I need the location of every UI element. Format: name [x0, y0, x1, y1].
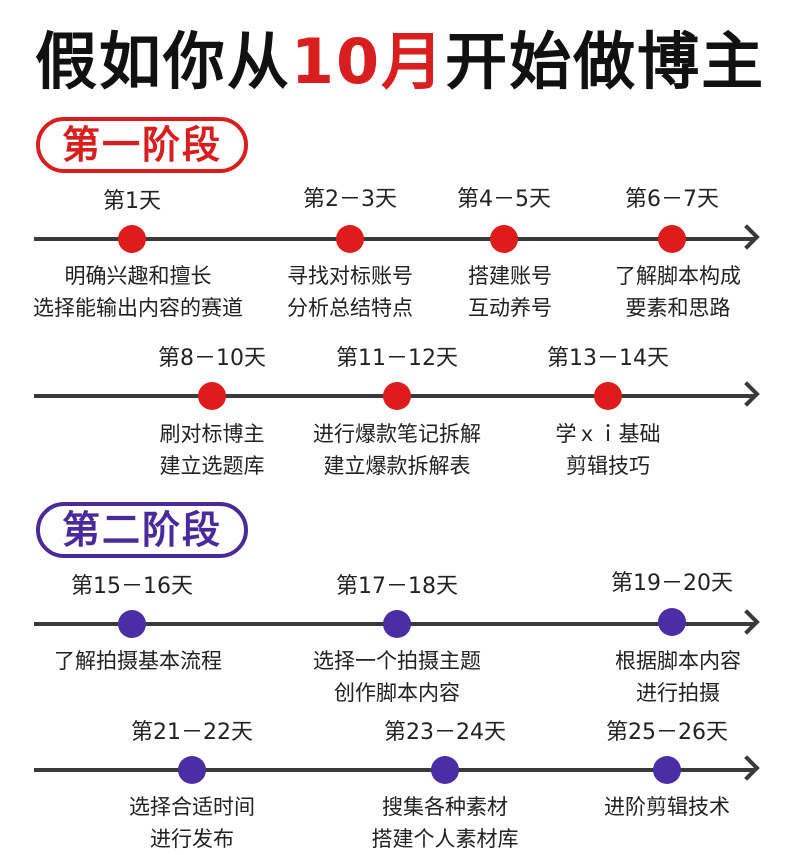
- milestone-day: 第2－3天: [303, 187, 397, 212]
- title-part1: 假如你从: [34, 25, 291, 98]
- timeline-line: [34, 237, 754, 241]
- milestone-dot: [118, 225, 146, 253]
- milestone-dot: [490, 225, 518, 253]
- milestone-desc: 进阶剪辑技术: [604, 795, 730, 819]
- stage2-badge: 第二阶段: [36, 502, 248, 558]
- milestone-desc: 选择一个拍摄主题创作脚本内容: [313, 649, 481, 705]
- milestone-desc: 搜集各种素材搭建个人素材库: [371, 795, 519, 851]
- milestone-day: 第13－14天: [547, 346, 669, 371]
- milestone-desc: 进行爆款笔记拆解建立爆款拆解表: [313, 422, 481, 478]
- milestone-day: 第23－24天: [384, 720, 506, 745]
- arrow-right-icon: [734, 609, 760, 635]
- milestone-dot: [653, 756, 681, 784]
- page-title: 假如你从10月开始做博主: [0, 22, 800, 102]
- milestone-dot: [198, 382, 226, 410]
- stage1-badge: 第一阶段: [36, 117, 248, 173]
- title-part2: 开始做博主: [445, 25, 766, 98]
- milestone-dot: [658, 608, 686, 636]
- milestone-dot: [658, 225, 686, 253]
- arrow-right-icon: [734, 381, 760, 407]
- milestone-desc: 根据脚本内容进行拍摄: [615, 649, 741, 705]
- milestone-day: 第6－7天: [625, 187, 719, 212]
- milestone-desc: 寻找对标账号分析总结特点: [287, 264, 413, 320]
- milestone-day: 第19－20天: [611, 571, 733, 596]
- timeline-stage2-row2: [34, 755, 760, 785]
- title-highlight: 10月: [290, 25, 446, 98]
- milestone-day: 第4－5天: [457, 187, 551, 212]
- milestone-day: 第25－26天: [606, 720, 728, 745]
- timeline-stage1-row1: [34, 224, 760, 254]
- timeline-line: [34, 768, 754, 772]
- milestone-desc: 刷对标博主建立选题库: [159, 422, 265, 478]
- milestone-dot: [431, 756, 459, 784]
- milestone-day: 第11－12天: [336, 346, 458, 371]
- milestone-day: 第15－16天: [71, 574, 193, 599]
- milestone-dot: [336, 225, 364, 253]
- milestone-dot: [594, 382, 622, 410]
- milestone-day: 第8－10天: [158, 346, 266, 371]
- milestone-desc: 了解脚本构成要素和思路: [615, 264, 741, 320]
- milestone-dot: [178, 756, 206, 784]
- milestone-desc: 明确兴趣和擅长选择能输出内容的赛道: [33, 264, 243, 320]
- milestone-desc: 搭建账号互动养号: [468, 264, 552, 320]
- milestone-dot: [383, 382, 411, 410]
- milestone-desc: 选择合适时间进行发布: [129, 795, 255, 851]
- milestone-day: 第17－18天: [336, 574, 458, 599]
- milestone-desc: 学ｘｉ基础剪辑技巧: [555, 422, 661, 478]
- arrow-right-icon: [734, 755, 760, 781]
- milestone-day: 第21－22天: [131, 720, 253, 745]
- milestone-dot: [118, 610, 146, 638]
- milestone-desc: 了解拍摄基本流程: [54, 649, 222, 673]
- milestone-dot: [383, 610, 411, 638]
- milestone-day: 第1天: [103, 189, 161, 214]
- arrow-right-icon: [734, 224, 760, 250]
